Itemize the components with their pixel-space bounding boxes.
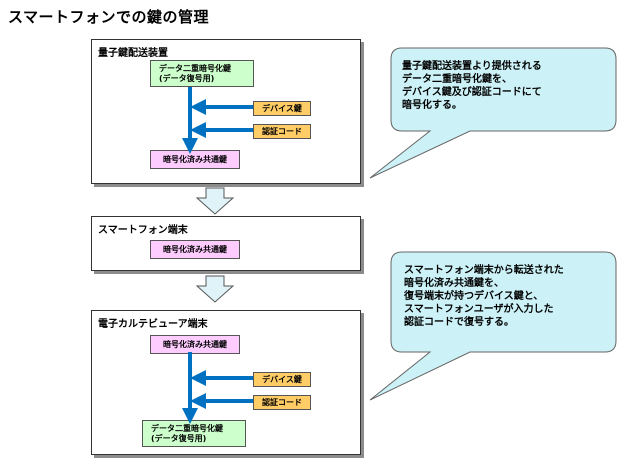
box-label: データ二重暗号化鍵 [151, 423, 223, 433]
encrypted-common-key-box: 暗号化済み共通鍵 [150, 150, 240, 169]
box-label: デバイス鍵 [262, 374, 302, 384]
double-encryption-key-box: データ二重暗号化鍵 (データ復号用) [142, 420, 246, 447]
auth-code-box: 認証コード [253, 124, 311, 139]
box-label: デバイス鍵 [262, 103, 302, 113]
page-title: スマートフォンでの鍵の管理 [8, 8, 210, 26]
encrypted-common-key-box: 暗号化済み共通鍵 [150, 240, 240, 259]
box-label: 認証コード [262, 397, 302, 407]
callout-line: スマートフォン端末から転送された [404, 265, 564, 276]
box-label: 暗号化済み共通鍵 [163, 339, 227, 349]
panel-title: 量子鍵配送装置 [98, 48, 168, 59]
box-label: 暗号化済み共通鍵 [163, 244, 227, 254]
callout-line: デバイス鍵及び認証コードにて [402, 87, 542, 98]
device-key-box: デバイス鍵 [253, 372, 311, 387]
box-label: データ二重暗号化鍵 [159, 63, 231, 73]
panel-title: スマートフォン端末 [98, 225, 188, 236]
panel-title: 電子カルテビューア端末 [98, 319, 208, 330]
box-label: 暗号化済み共通鍵 [163, 154, 227, 164]
device-key-box: デバイス鍵 [253, 101, 311, 116]
box-sublabel: (データ復号用) [159, 73, 215, 83]
callout-text: スマートフォン端末から転送された 暗号化済み共通鍵を、 復号端末が持つデバイス鍵… [404, 264, 564, 329]
box-label: 認証コード [262, 126, 302, 136]
double-encryption-key-box: データ二重暗号化鍵 (データ復号用) [150, 60, 254, 87]
block-arrow-down [195, 275, 235, 303]
callout-line: 認証コードで復号する。 [404, 317, 514, 328]
callout-line: スマートフォンユーザが入力した [404, 304, 554, 315]
auth-code-box: 認証コード [253, 395, 311, 410]
callout-line: データ二重暗号化鍵を、 [402, 74, 512, 85]
encrypted-common-key-box: 暗号化済み共通鍵 [150, 335, 240, 354]
block-arrow-down [195, 187, 235, 215]
callout-text: 量子鍵配送装置より提供される データ二重暗号化鍵を、 デバイス鍵及び認証コードに… [402, 60, 542, 112]
callout-line: 復号端末が持つデバイス鍵と、 [404, 291, 544, 302]
callout-line: 暗号化する。 [402, 100, 462, 111]
callout-line: 暗号化済み共通鍵を、 [404, 278, 504, 289]
box-sublabel: (データ復号用) [151, 433, 207, 443]
callout-line: 量子鍵配送装置より提供される [402, 61, 542, 72]
